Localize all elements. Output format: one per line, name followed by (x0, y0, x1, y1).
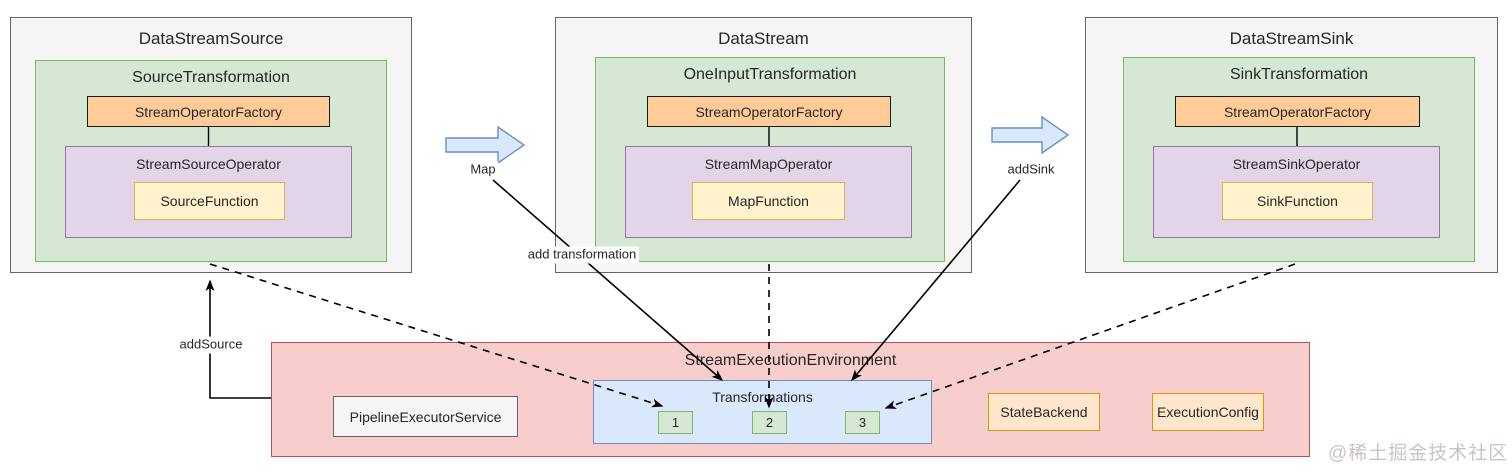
state-backend-label: StateBackend (1000, 404, 1088, 420)
transformation-item-3-label: 3 (858, 415, 867, 430)
stream-map-operator-title: StreamMapOperator (704, 156, 833, 172)
map-edge-label: Map (467, 161, 499, 179)
transformation-item-2-label: 2 (765, 415, 774, 430)
transformation-item-1-label: 1 (671, 415, 680, 430)
map-function-box: MapFunction (692, 182, 845, 220)
stream-sink-operator-title: StreamSinkOperator (1232, 156, 1361, 172)
datastream-title: DataStream (718, 29, 809, 48)
execution-config-label: ExecutionConfig (1157, 404, 1259, 420)
map-block-arrow-icon (445, 125, 526, 165)
juejin-watermark: @稀土掘金技术社区 (1328, 443, 1509, 464)
source-function-box: SourceFunction (134, 182, 285, 220)
map-stream-operator-factory-label: StreamOperatorFactory (695, 103, 843, 120)
pipeline-executor-service-label: PipelineExecutorService (349, 408, 502, 425)
transformation-item-2: 2 (752, 411, 787, 434)
one-input-transformation-title: OneInputTransformation (683, 66, 857, 83)
sink-transformation-title: SinkTransformation (1229, 66, 1369, 83)
datastream-source-title: DataStreamSource (138, 29, 284, 48)
addsink-edge-label: addSink (1004, 161, 1058, 179)
source-transformation-title: SourceTransformation (132, 69, 290, 86)
datastream-sink-title: DataStreamSink (1229, 29, 1354, 48)
execution-config-box: ExecutionConfig (1152, 393, 1264, 431)
sink-function-box: SinkFunction (1222, 182, 1373, 220)
stream-execution-environment-title: StreamExecutionEnvironment (684, 352, 897, 369)
transformations-title: Transformations (712, 389, 813, 405)
source-stream-operator-factory-label: StreamOperatorFactory (134, 103, 283, 120)
transformation-item-1: 1 (658, 411, 693, 434)
map-function-label: MapFunction (728, 193, 809, 209)
sink-stream-operator-factory-box: StreamOperatorFactory (1175, 96, 1420, 127)
addsink-block-arrow-icon (991, 115, 1070, 155)
map-stream-operator-factory-box: StreamOperatorFactory (647, 96, 891, 127)
source-function-label: SourceFunction (160, 193, 259, 209)
pipeline-executor-service-box: PipelineExecutorService (333, 396, 518, 437)
transformation-item-3: 3 (845, 411, 880, 434)
state-backend-box: StateBackend (988, 393, 1100, 431)
addsource-edge-label: addSource (176, 336, 246, 354)
sink-function-label: SinkFunction (1257, 193, 1338, 209)
sink-stream-operator-factory-label: StreamOperatorFactory (1223, 103, 1372, 120)
add-transformation-edge-label: add transformation (524, 246, 640, 264)
stream-source-operator-title: StreamSourceOperator (136, 156, 281, 172)
source-stream-operator-factory-box: StreamOperatorFactory (87, 96, 330, 127)
